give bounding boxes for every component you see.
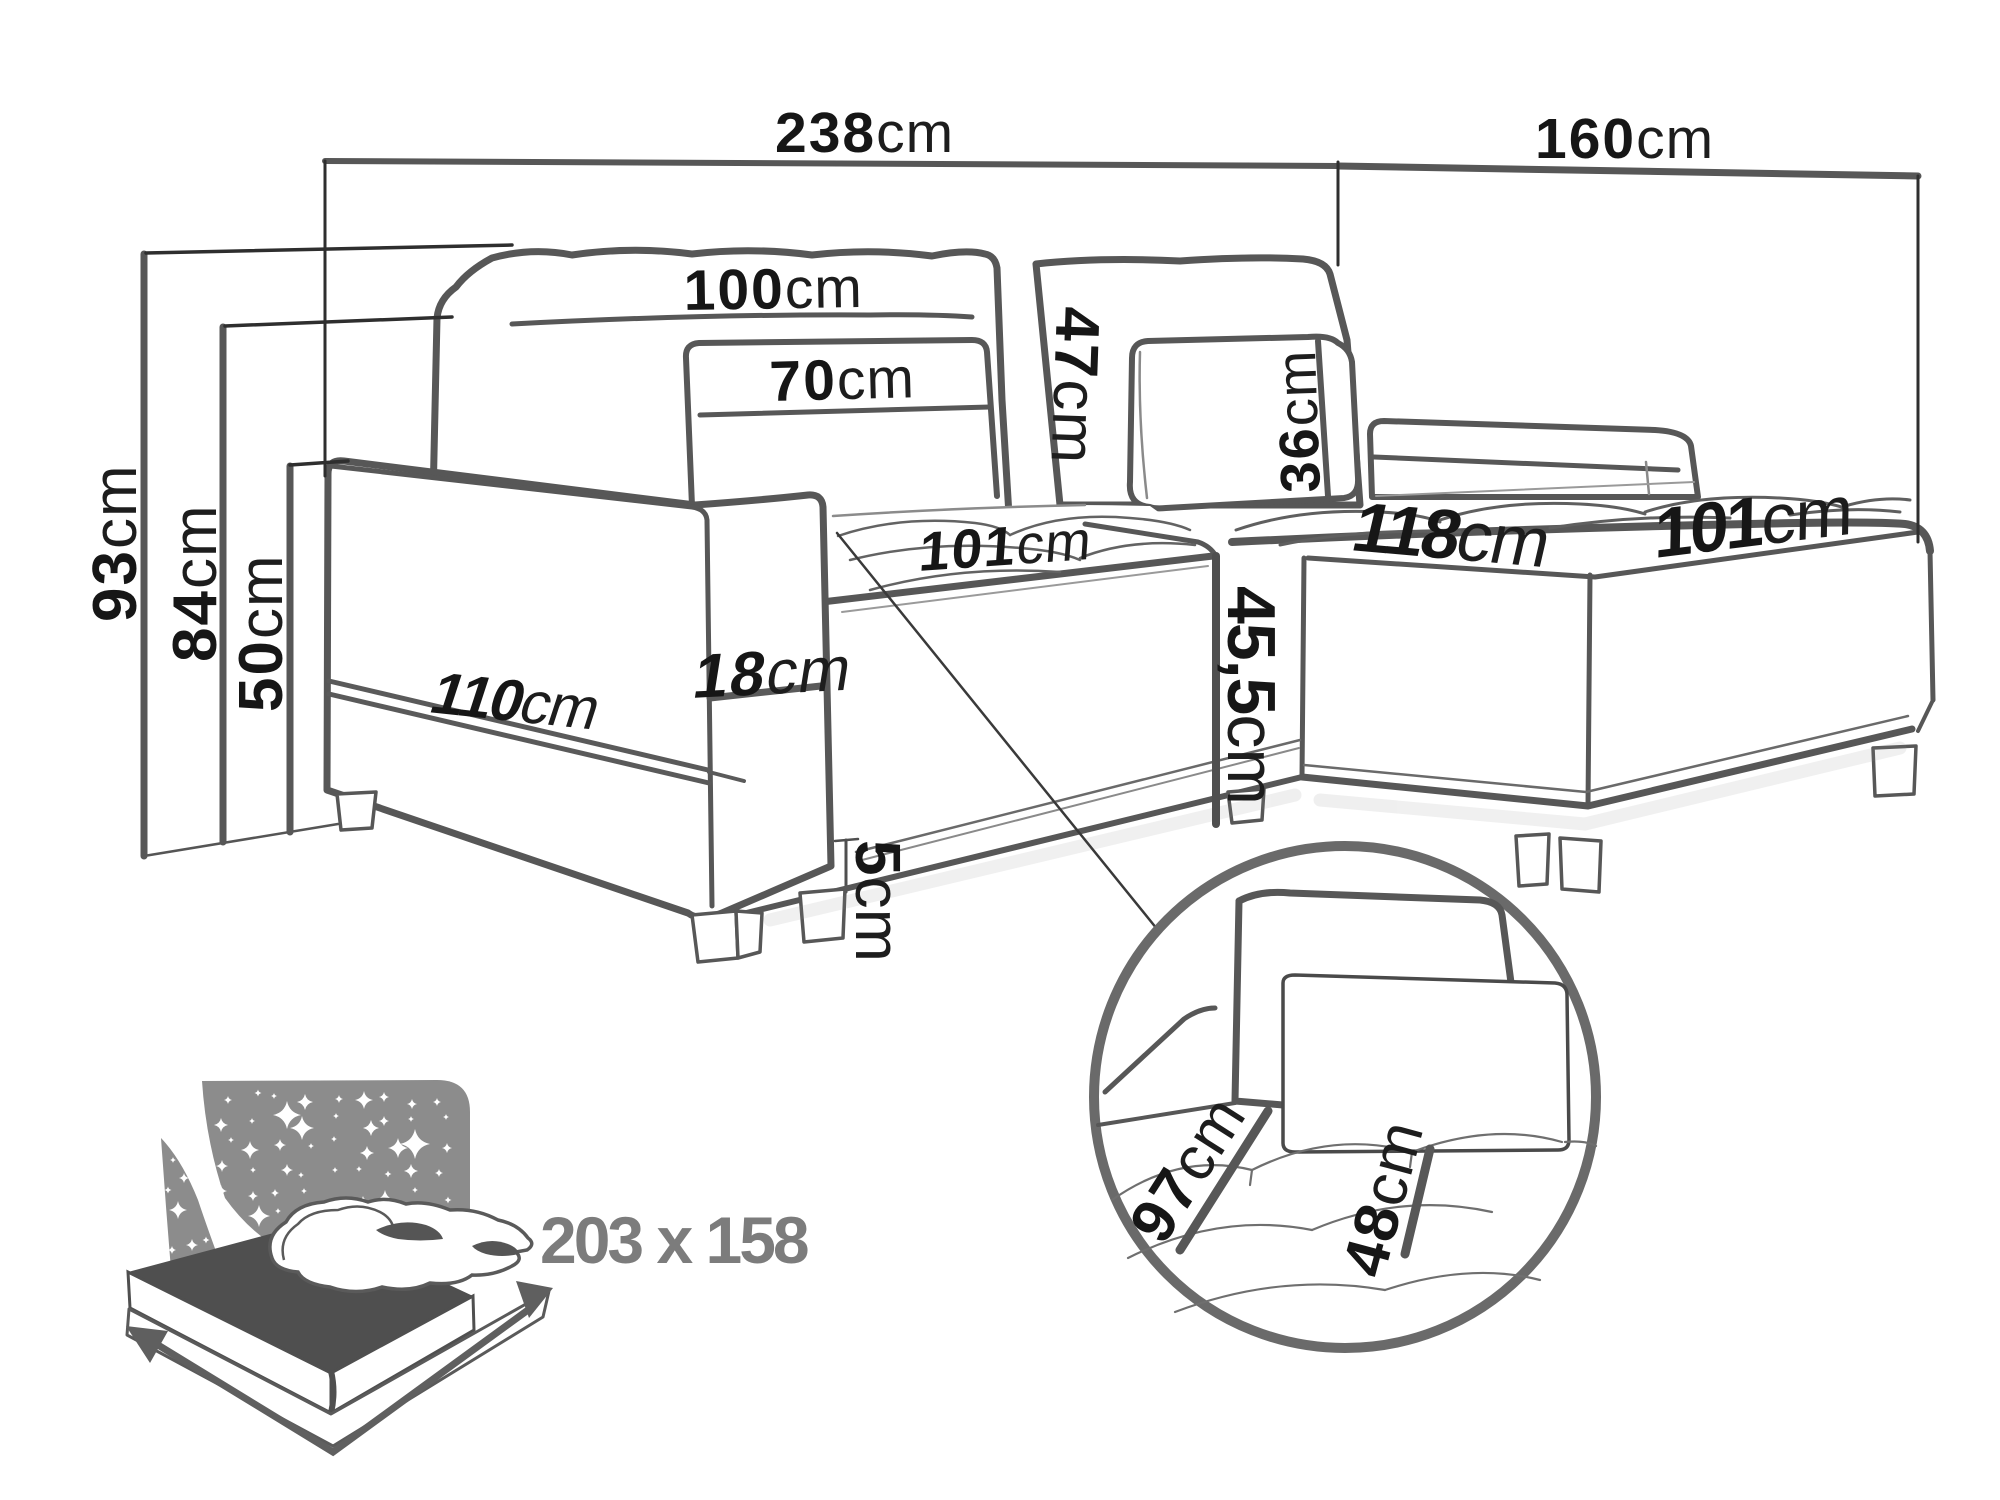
svg-text:5cm: 5cm [842,840,914,962]
svg-text:160cm: 160cm [1535,107,1714,171]
svg-text:100cm: 100cm [683,256,863,323]
svg-text:50cm: 50cm [227,554,296,712]
svg-text:238cm: 238cm [775,101,954,165]
svg-text:93cm: 93cm [81,464,150,622]
svg-text:70cm: 70cm [769,346,916,414]
svg-text:118cm: 118cm [1346,487,1558,581]
svg-text:84cm: 84cm [161,504,230,662]
svg-text:101cm: 101cm [917,509,1094,583]
svg-text:101cm: 101cm [1654,469,1853,573]
svg-text:36cm: 36cm [1264,349,1332,494]
svg-text:203 x 158: 203 x 158 [540,1203,808,1277]
svg-text:18cm: 18cm [689,634,857,712]
svg-text:45,5cm: 45,5cm [1213,586,1289,805]
svg-text:47cm: 47cm [1038,306,1112,466]
